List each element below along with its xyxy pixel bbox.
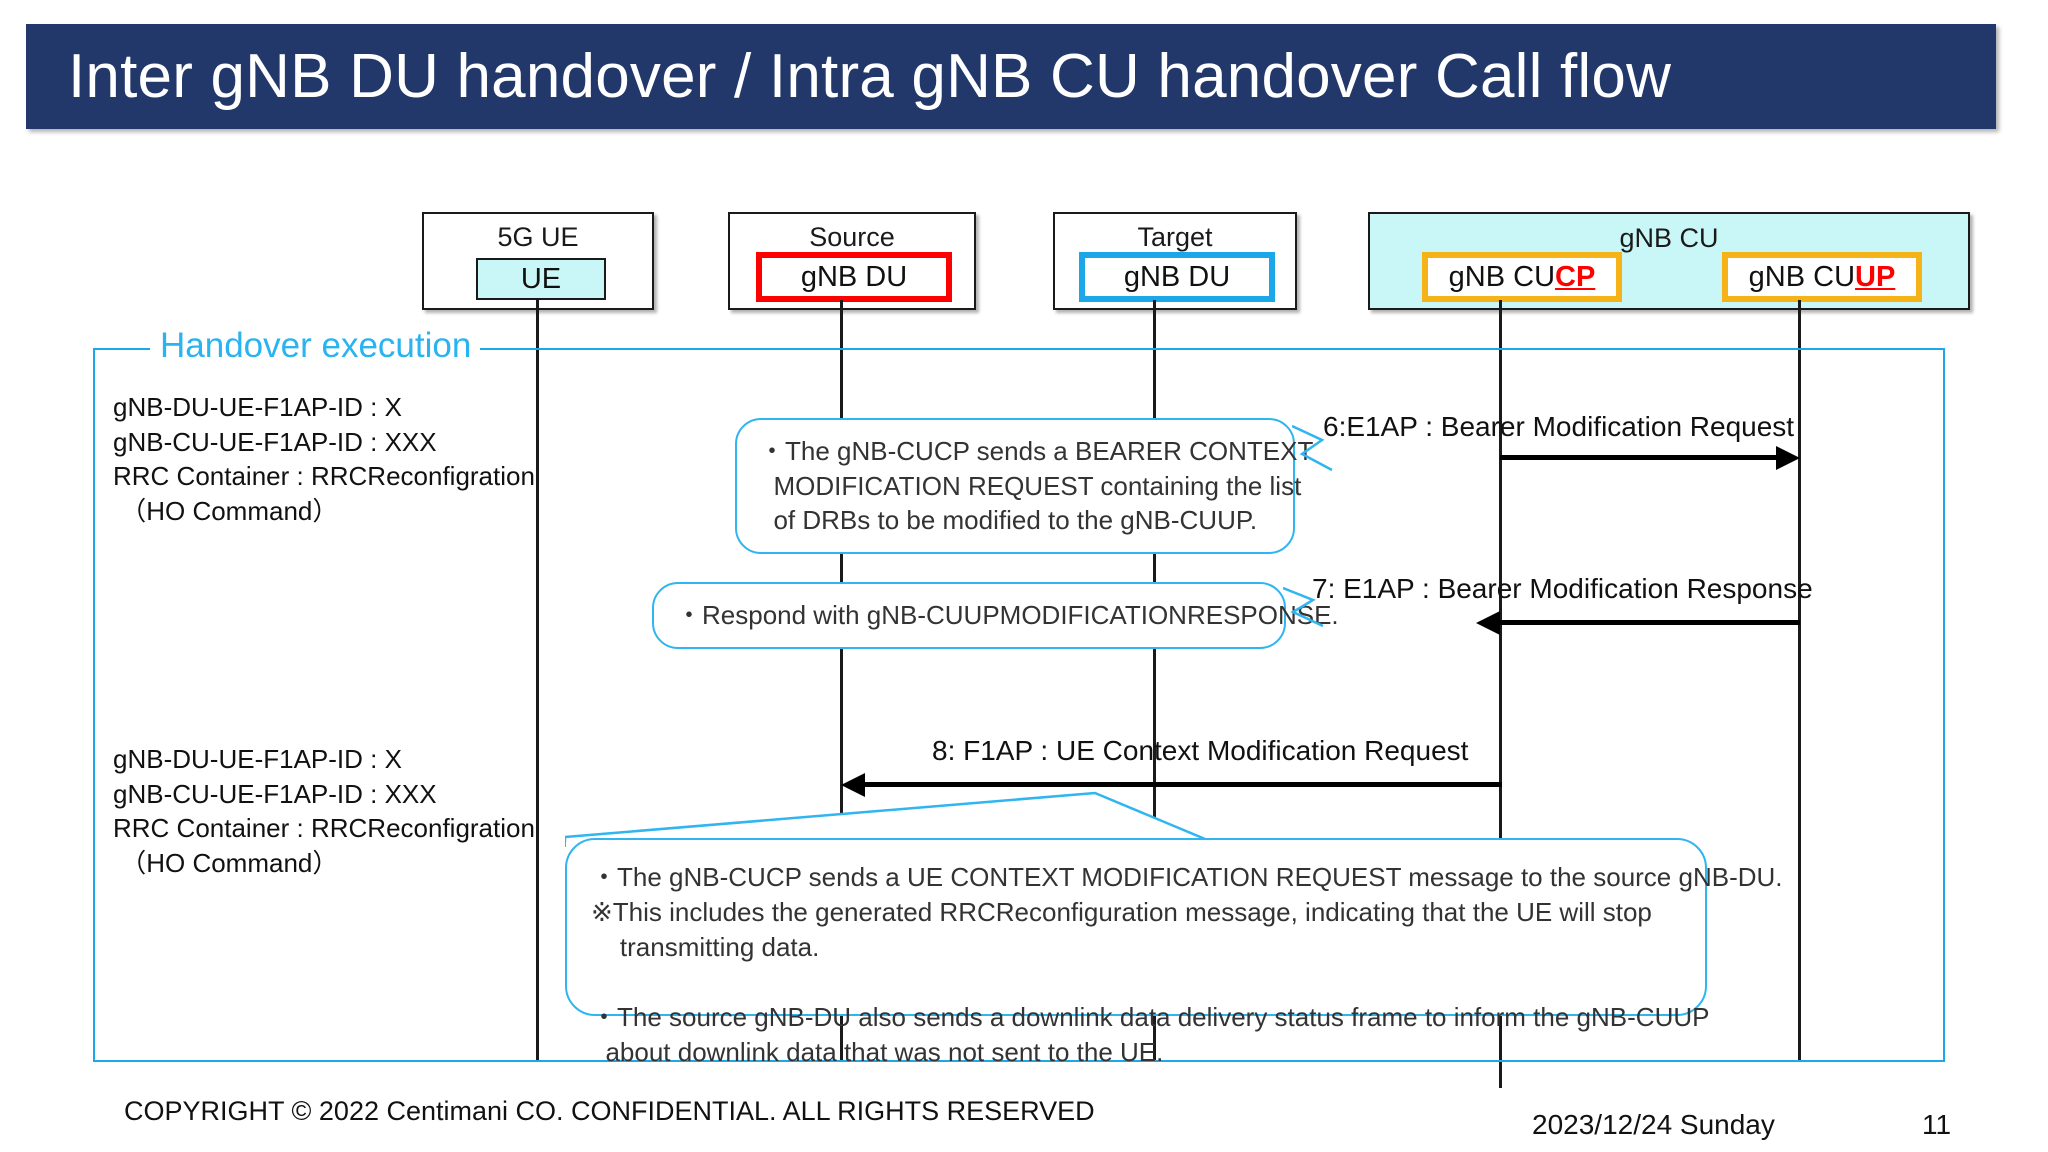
node-header-source-du: Source gNB DU <box>728 212 976 310</box>
frame-label-gap <box>150 345 480 351</box>
node-header-target-du: Target gNB DU <box>1053 212 1297 310</box>
message-arrow-6-line <box>1500 455 1776 460</box>
lifeline-target-du <box>1153 300 1156 1062</box>
annotation-ho-command-1: gNB-DU-UE-F1AP-ID : X gNB-CU-UE-F1AP-ID … <box>113 392 535 526</box>
handover-execution-frame <box>93 348 1945 1062</box>
node-caption-ue: 5G UE <box>497 222 579 252</box>
footer-copyright: COPYRIGHT © 2022 Centimani CO. CONFIDENT… <box>124 1096 1095 1126</box>
cucp-prefix: gNB CU <box>1448 260 1556 293</box>
page-title: Inter gNB DU handover / Intra gNB CU han… <box>68 41 1672 111</box>
cuup-highlight: UP <box>1855 260 1896 293</box>
annotation-ho-command-2: gNB-DU-UE-F1AP-ID : X gNB-CU-UE-F1AP-ID … <box>113 744 535 878</box>
message-arrow-8-line <box>865 782 1502 787</box>
message-arrow-7-head <box>1476 610 1500 635</box>
cucp-highlight: CP <box>1555 260 1596 293</box>
node-header-ue: 5G UE UE <box>422 212 654 310</box>
callout-cuup-modification-response: ・Respond with gNB-CUUPMODIFICATIONRESPON… <box>652 582 1339 649</box>
node-caption-gnb-cu: gNB CU <box>1619 223 1719 253</box>
cuup-prefix: gNB CU <box>1748 260 1856 293</box>
lifeline-ue <box>536 300 539 1062</box>
lifeline-cucp <box>1499 300 1502 1088</box>
callout-1-tail <box>1292 424 1334 478</box>
footer-page-number: 11 <box>1922 1109 1952 1140</box>
node-caption-source: Source <box>809 222 895 252</box>
node-role-target-du: gNB DU <box>1079 252 1275 302</box>
message-label-6: 6:E1AP : Bearer Modification Request <box>1323 411 1795 442</box>
footer-date: 2023/12/24 Sunday <box>1532 1109 1775 1140</box>
message-label-7: 7: E1AP : Bearer Modification Response <box>1312 573 1813 604</box>
message-arrow-8-head <box>841 772 865 797</box>
node-role-source-du: gNB DU <box>756 252 952 302</box>
message-label-8: 8: F1AP : UE Context Modification Reques… <box>932 735 1469 766</box>
frame-label: Handover execution <box>160 326 472 365</box>
callout-bearer-ctx-mod-request: ・The gNB-CUCP sends a BEARER CONTEXT MOD… <box>735 418 1313 554</box>
callout-ue-context-mod-request: ・The gNB-CUCP sends a UE CONTEXT MODIFIC… <box>565 838 1783 1067</box>
node-role-ue: UE <box>476 258 606 300</box>
callout-2-tail <box>1283 586 1325 632</box>
message-arrow-6-head <box>1776 445 1800 470</box>
lifeline-source-du <box>840 300 843 1062</box>
lifeline-cuup <box>1798 300 1801 1062</box>
node-caption-target: Target <box>1137 222 1213 252</box>
slide-title-bar: Inter gNB DU handover / Intra gNB CU han… <box>26 24 1996 129</box>
message-arrow-7-line <box>1500 620 1800 625</box>
